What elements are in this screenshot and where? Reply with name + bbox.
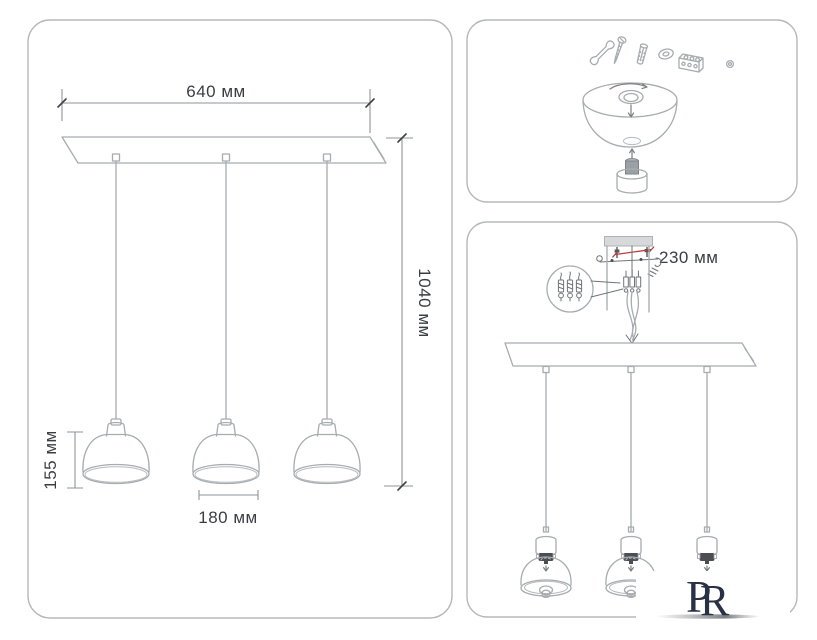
cord-grip (627, 365, 635, 374)
installation-panel-border (466, 221, 798, 618)
brand-logo: P R (686, 571, 758, 625)
bracket-width-label: 230 мм (659, 248, 718, 267)
height-dimension: 1040 мм (384, 133, 434, 491)
washer-icon (658, 48, 674, 60)
cord-grip (221, 153, 231, 162)
terminal-detail (557, 271, 583, 302)
width-dimension: 640 мм (57, 82, 375, 133)
pendant-socket (535, 526, 557, 572)
logo-swoosh (655, 614, 759, 619)
width-label: 640 мм (186, 82, 245, 101)
cord-grip (111, 153, 121, 162)
assembly-panel (466, 19, 798, 203)
lamp-shade (192, 418, 260, 485)
rotation-arrow-icon (609, 83, 648, 90)
pendant-socket (620, 526, 642, 572)
logo-letter-p: P (686, 571, 712, 622)
cord-grip (322, 153, 332, 162)
canopy-bar (61, 136, 387, 164)
socket-adapter-icon (616, 148, 648, 194)
canopy-dome (582, 82, 678, 148)
wire-bundle (625, 291, 639, 343)
assembly-panel-border (466, 19, 798, 203)
shade-height-label: 155 мм (41, 430, 60, 489)
shade-diameter-label: 180 мм (198, 508, 257, 527)
mounting-bracket (596, 245, 662, 313)
screw-icon (613, 36, 627, 64)
wall-plug-icon (636, 43, 649, 65)
terminal-block-icon (678, 53, 704, 73)
callout-leader-lines (590, 280, 624, 298)
logo-backdrop (636, 571, 790, 629)
insert-down-arrow (627, 104, 635, 118)
shade-detail (520, 556, 572, 598)
terminal-connectors (623, 269, 642, 293)
ceiling-plate (604, 236, 653, 258)
bracket-dimension: 230 мм (612, 246, 718, 267)
insert-up-arrow (629, 148, 635, 159)
logo-letter-r: R (700, 576, 730, 625)
shade-height-dimension: 155 мм (41, 430, 83, 490)
pendant-socket (696, 526, 718, 572)
main-panel-border (27, 19, 453, 619)
detail-magnifier (546, 265, 624, 313)
height-label: 1040 мм (415, 268, 434, 337)
pendant-cords (545, 371, 708, 532)
installation-panel: 230 мм (466, 221, 798, 629)
cord-grip (542, 365, 550, 374)
lamp-shade (293, 418, 361, 485)
main-panel: 640 мм (27, 19, 453, 619)
lamp-shade (82, 418, 150, 485)
cord-grip (703, 365, 711, 374)
pendant-cords (115, 160, 328, 420)
screw-head-icon (725, 59, 735, 69)
wrench-icon (589, 40, 615, 66)
canopy-bar-installed (504, 342, 757, 532)
shade-diameter-dimension: 180 мм (198, 490, 259, 527)
